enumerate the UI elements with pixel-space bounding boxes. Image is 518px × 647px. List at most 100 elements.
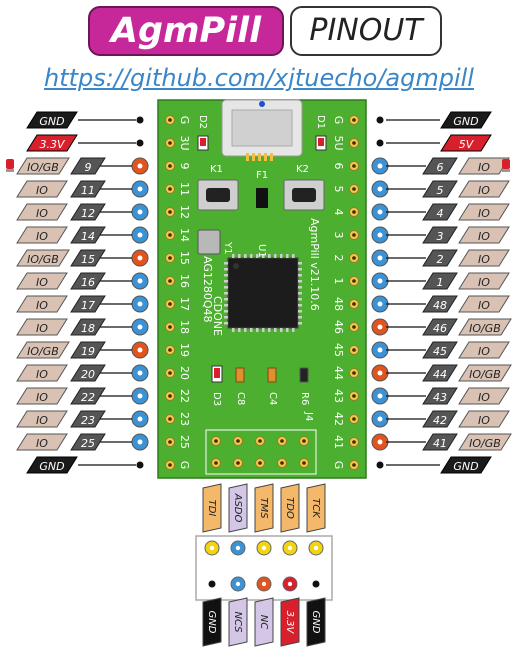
board-hole-left-center: [168, 394, 172, 398]
label-box-gnd: [440, 456, 492, 474]
cap-c8: [235, 367, 245, 383]
pin-number-box: [422, 295, 458, 313]
board-silk-left: 9: [178, 163, 191, 170]
io-label: IO: [478, 207, 490, 220]
chip-pin: [286, 328, 289, 332]
chip-pin: [224, 274, 228, 277]
led-indicator-icon: [502, 159, 510, 169]
pin-dot-center: [377, 232, 383, 238]
io-label: IO: [36, 391, 48, 404]
pin-dot-center: [137, 186, 143, 192]
io-label: IO/GB: [27, 345, 59, 358]
pin-dot-center: [137, 232, 143, 238]
jtag-pin-bottom-gnd: [208, 580, 216, 588]
led-indicator-base: [502, 169, 510, 172]
label-box-3.3v: [26, 134, 78, 152]
jtag-top-box: [280, 483, 300, 533]
jtag-bottom-label: GND: [310, 611, 321, 634]
chip-pin: [298, 292, 302, 295]
pin-number-box: [70, 203, 106, 221]
board-hole-left-center: [168, 279, 172, 283]
button-k2-cap: [292, 188, 316, 202]
jtag-bottom-label: NCS: [232, 612, 243, 634]
io-label: IO: [478, 161, 490, 174]
chip-pin: [298, 316, 302, 319]
chip-pin: [298, 280, 302, 283]
label-box-5v: [440, 134, 492, 152]
io-label-box: [458, 272, 510, 290]
pin-dot-center: [137, 163, 143, 169]
io-label-box: [458, 433, 512, 451]
pin-number-box: [70, 433, 106, 451]
silk-d1: D1: [315, 115, 326, 129]
io-label: IO/GB: [469, 437, 501, 450]
j4-hole-center: [302, 461, 306, 465]
pin-number: 19: [81, 345, 95, 358]
pin-number-box: [70, 226, 106, 244]
board-silk-right: 45: [332, 343, 345, 357]
j4-hole-center: [214, 439, 218, 443]
pin-number: 25: [81, 437, 95, 450]
usb-pad: [252, 153, 255, 161]
io-label: IO/GB: [469, 322, 501, 335]
pin-dot-center: [377, 163, 383, 169]
silk-u1: U1: [256, 244, 267, 258]
jtag-top-box: [306, 483, 326, 533]
pin-number: 6: [437, 161, 444, 174]
repository-link[interactable]: https://github.com/xjtuecho/agmpill: [44, 64, 474, 92]
chip-pin: [244, 328, 247, 332]
board-hole-right-center: [352, 325, 356, 329]
board-silk-right: 42: [332, 412, 345, 426]
io-label-box: [16, 364, 68, 382]
io-label-box: [16, 157, 70, 175]
pin-number-box: [70, 157, 106, 175]
io-label-box: [458, 364, 512, 382]
io-label: IO: [36, 230, 48, 243]
board-hole-left-center: [168, 417, 172, 421]
pin-dot-center: [377, 209, 383, 215]
pin-number-box: [70, 249, 106, 267]
io-label-box: [16, 341, 70, 359]
pin-number-box: [422, 364, 458, 382]
j4-hole-center: [280, 461, 284, 465]
board-silk-right: 46: [332, 320, 345, 334]
chip-pin: [224, 268, 228, 271]
jtag-pin-top-center: [209, 545, 215, 551]
chip-pin: [224, 298, 228, 301]
board-hole-right-center: [352, 417, 356, 421]
chip-marker: [233, 263, 239, 269]
board-silk-left: G: [178, 461, 191, 470]
chip-pin: [224, 304, 228, 307]
io-label: IO: [478, 184, 490, 197]
label-box-gnd: [26, 111, 78, 129]
label-box-gnd: [26, 456, 78, 474]
jtag-pin-bottom-gnd: [312, 580, 320, 588]
pin-dot-center: [137, 278, 143, 284]
board-silk-left: 17: [178, 297, 191, 311]
board-silk-left: 3U: [178, 135, 191, 150]
pin-number-box: [70, 295, 106, 313]
led-d1-lens: [318, 138, 324, 146]
board-silk-left: 16: [178, 274, 191, 288]
chip-pin: [250, 254, 253, 258]
pin-number-box: [70, 272, 106, 290]
chip-pin: [268, 328, 271, 332]
jtag-top-label: ASDO: [232, 493, 243, 523]
board-hole-left-center: [168, 118, 172, 122]
pin-dot-center: [377, 324, 383, 330]
pin-number-box: [422, 341, 458, 359]
led-indicator-icon: [6, 159, 14, 169]
board-silk-left: 14: [178, 228, 191, 242]
jtag-bottom-label: 3.3V: [284, 611, 295, 635]
board-hole-right-center: [352, 302, 356, 306]
board-hole-right-center: [352, 118, 356, 122]
jtag-pin-bottom-center: [235, 581, 241, 587]
chip-pin: [224, 316, 228, 319]
pin-label-gnd: GND: [453, 115, 478, 128]
io-label-box: [16, 387, 68, 405]
board-hole-right-center: [352, 279, 356, 283]
chip-pin: [298, 286, 302, 289]
pin-number-box: [422, 433, 458, 451]
io-label-box: [16, 203, 68, 221]
led-d2-lens: [200, 138, 206, 146]
